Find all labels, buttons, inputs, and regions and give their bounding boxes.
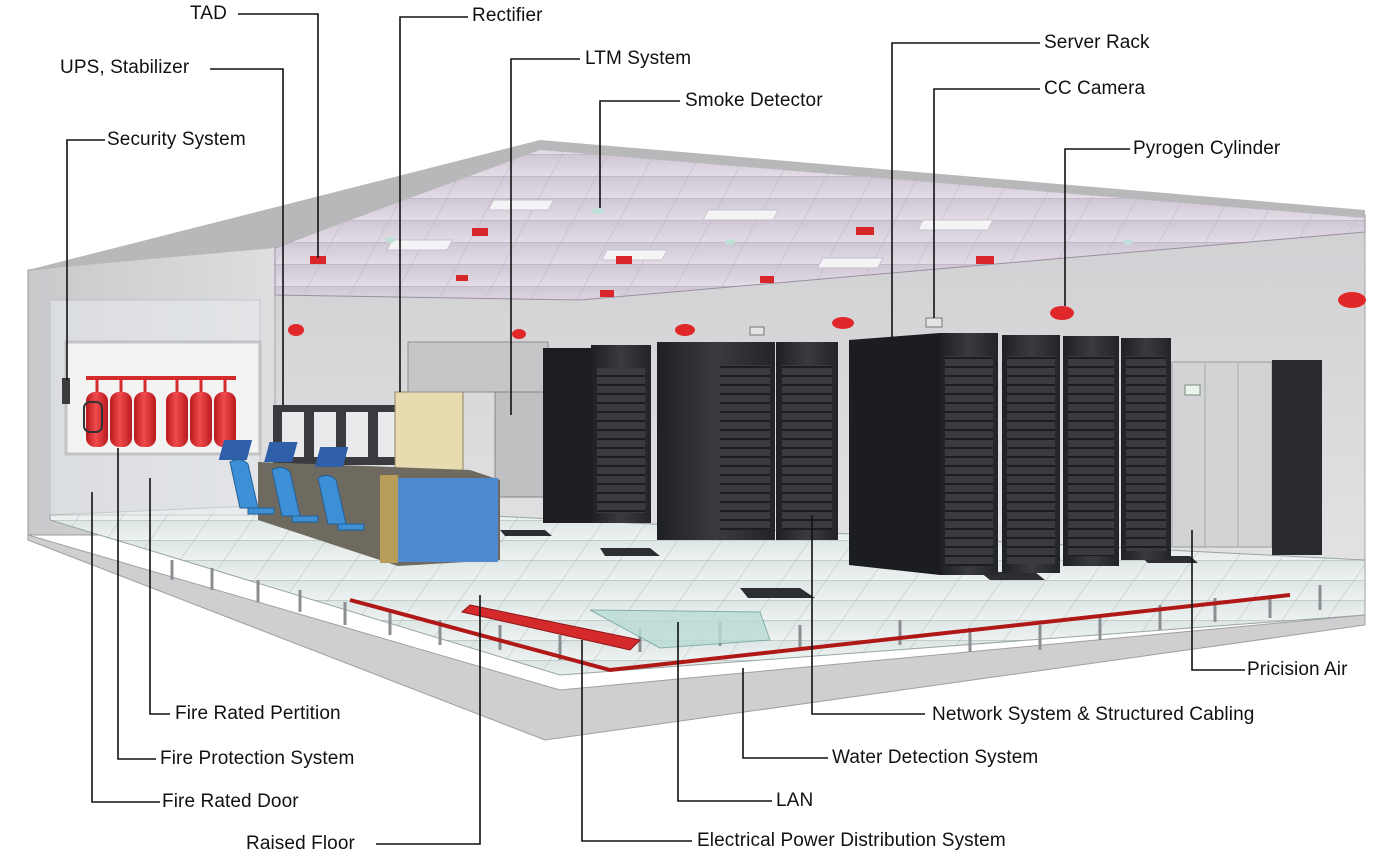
label-precision-air: Pricision Air (1247, 659, 1348, 680)
label-ups-stabilizer: UPS, Stabilizer (60, 57, 190, 78)
precision-air-unit (1171, 360, 1322, 555)
operator-chairs (229, 458, 365, 531)
label-fire-rated-door: Fire Rated Door (162, 791, 299, 812)
water-detection-line (349, 593, 1291, 673)
smoke-detectors (385, 208, 1133, 245)
power-cables (460, 604, 642, 651)
label-server-rack: Server Rack (1044, 32, 1150, 53)
operator-desks (218, 440, 500, 566)
label-fire-protection-system: Fire Protection System (160, 748, 355, 769)
server-racks-middle (543, 342, 838, 540)
label-network-system: Network System & Structured Cabling (932, 704, 1255, 725)
floor-front-edge (27, 534, 1366, 741)
label-rectifier: Rectifier (472, 5, 543, 26)
label-raised-floor: Raised Floor (246, 833, 355, 854)
label-water-detection-system: Water Detection System (832, 747, 1039, 768)
label-smoke-detector: Smoke Detector (685, 90, 823, 111)
label-electrical-power-distribution: Electrical Power Distribution System (697, 830, 1006, 851)
label-tad: TAD (190, 3, 227, 24)
ltm-rack (494, 391, 546, 498)
server-racks-front (849, 333, 1171, 575)
label-security-system: Security System (107, 129, 246, 150)
leader-lines (66, 13, 1245, 845)
cc-camera-2 (749, 326, 765, 336)
cc-camera (925, 317, 943, 328)
rectifier-cabinet (394, 391, 464, 478)
label-cc-camera: CC Camera (1044, 78, 1146, 99)
ceiling-edge (28, 140, 1365, 270)
pyrogen-cylinders (288, 292, 1366, 339)
fire-cylinders (83, 376, 236, 447)
lan-tray (589, 609, 771, 649)
label-fire-rated-partition: Fire Rated Pertition (175, 703, 341, 724)
label-lan: LAN (776, 790, 814, 811)
security-panel (62, 378, 70, 404)
label-pyrogen-cylinder: Pyrogen Cylinder (1133, 138, 1281, 159)
ltm-cabinets (407, 341, 549, 393)
tad-nozzles (310, 227, 994, 297)
label-ltm-system: LTM System (585, 48, 692, 69)
